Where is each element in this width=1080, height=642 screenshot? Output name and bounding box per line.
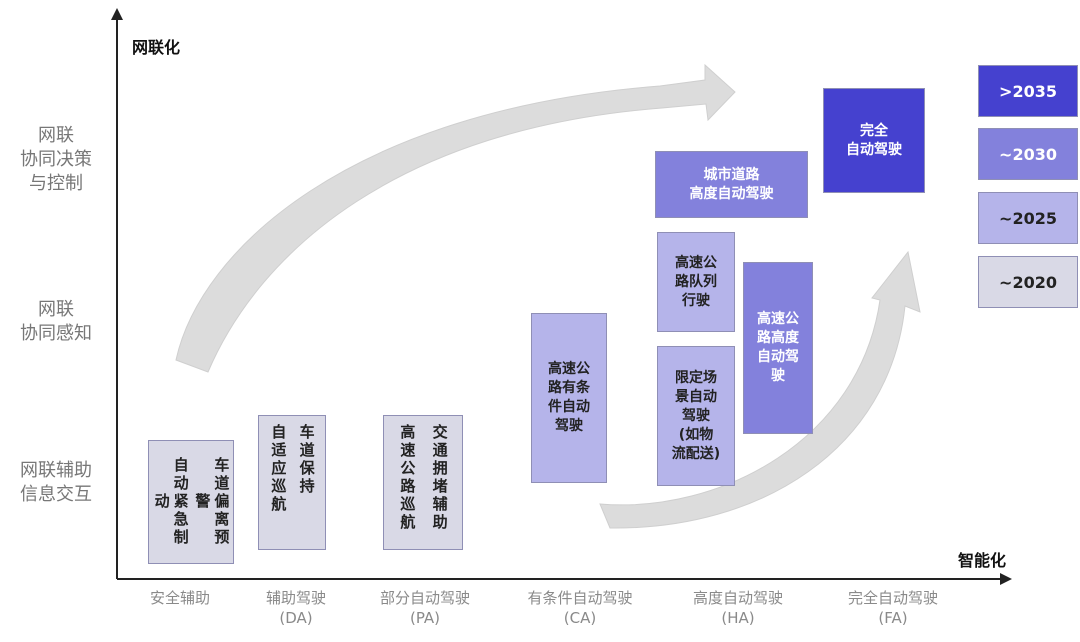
x-level-da: 辅助驾驶 (DA) [265, 589, 326, 627]
y-axis-arrowhead [111, 8, 123, 20]
box-ha-highway: 高速公 路高度 自动驾 驶 [743, 262, 813, 434]
x-level-fa: 完全自动驾驶 (FA) [847, 589, 938, 627]
x-level-ca: 有条件自动驾驶 (CA) [527, 589, 633, 627]
box-safety-col-ldw: 车道偏离预警 [193, 457, 231, 547]
box-da-col-lk: 车道保持 [297, 424, 316, 496]
box-safety-assist: 自动紧急制动 车道偏离预警 [148, 440, 234, 564]
box-pa-col-jam: 交通拥堵辅助 [430, 424, 449, 532]
x-level-pa: 部分自动驾驶 (PA) [379, 589, 470, 627]
box-ha-limited-scene: 限定场 景自动 驾驶 (如物 流配送) [657, 346, 735, 486]
legend-2025: ~2025 [978, 192, 1078, 244]
y-level-decision: 网联 协同决策 与控制 [20, 125, 92, 194]
box-ha-platoon: 高速公 路队列 行驶 [657, 232, 735, 332]
box-da-col-acc: 自适应巡航 [269, 424, 288, 514]
box-partial-auto: 高速公路巡航 交通拥堵辅助 [383, 415, 463, 550]
trend-arrow-upper [175, 63, 736, 373]
y-axis-title: 网联化 [132, 38, 181, 57]
y-level-info: 网联辅助 信息交互 [20, 460, 92, 505]
x-axis-title: 智能化 [958, 551, 1007, 570]
x-level-ha: 高度自动驾驶 (HA) [692, 589, 783, 627]
box-driver-assist: 自适应巡航 车道保持 [258, 415, 326, 550]
legend-2020: ~2020 [978, 256, 1078, 308]
legend-2030: ~2030 [978, 128, 1078, 180]
box-safety-col-aeb: 自动紧急制动 [152, 457, 190, 547]
legend-2035: >2035 [978, 65, 1078, 117]
box-pa-col-highway: 高速公路巡航 [398, 424, 417, 532]
box-ha-urban: 城市道路 高度自动驾驶 [655, 151, 808, 218]
box-fa-full: 完全 自动驾驶 [823, 88, 925, 193]
y-level-perception: 网联 协同感知 [20, 299, 92, 344]
x-level-safety: 安全辅助 [149, 589, 210, 607]
box-ca-highway: 高速公 路有条 件自动 驾驶 [531, 313, 607, 483]
x-axis-arrowhead [1000, 573, 1012, 585]
